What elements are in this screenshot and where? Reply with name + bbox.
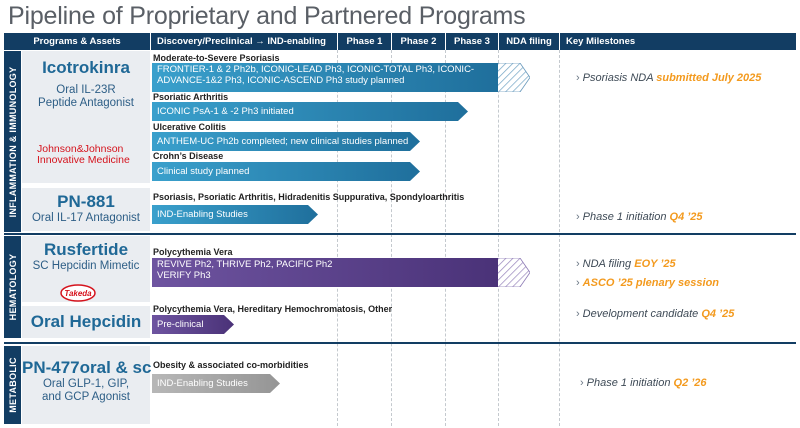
bar-arrow xyxy=(152,162,420,181)
progress-bar-crohns: Clinical study planned xyxy=(152,162,420,181)
header-discovery: Discovery/Preclinical → IND-enabling xyxy=(151,33,337,50)
section-inflammation-label: INFLAMMATION & IMMUNOLOGY xyxy=(7,66,18,217)
bar-text: ANTHEM-UC Ph2b completed; new clinical s… xyxy=(157,136,409,147)
asset-name: Rusfertide xyxy=(43,240,129,259)
progress-bar-psoriatic-arthritis: ICONIC PsA-1 & -2 Ph3 initiated xyxy=(152,102,468,121)
milestone-rusfertide-nda: ›NDA filing EOY ’25 xyxy=(576,258,676,270)
bar-arrow xyxy=(152,63,530,92)
progress-bar-pn477: IND-Enabling Studies xyxy=(152,374,280,393)
progress-bar-psoriasis: FRONTIER-1 & 2 Ph2b, ICONIC-LEAD Ph3, IC… xyxy=(152,63,530,92)
bar-arrow xyxy=(152,374,280,393)
indication-label: Polycythemia Vera xyxy=(153,247,233,257)
column-divider xyxy=(559,50,560,426)
asset-pn881: PN-881 Oral IL-17 Antagonist xyxy=(22,188,150,231)
milestone-highlight: Q4 ’25 xyxy=(701,308,735,320)
bullet-icon: › xyxy=(576,72,580,84)
header-phase3: Phase 3 xyxy=(446,33,498,50)
indication-label: Moderate-to-Severe Psoriasis xyxy=(153,53,280,63)
milestone-highlight: Q2 ’26 xyxy=(673,377,707,389)
section-inflammation: INFLAMMATION & IMMUNOLOGY xyxy=(4,51,21,232)
header-phase1: Phase 1 xyxy=(338,33,391,50)
progress-bar-rusfertide: REVIVE Ph2, THRIVE Ph2, PACIFIC Ph2 VERI… xyxy=(152,258,530,287)
bar-arrow xyxy=(152,258,530,287)
partner-name: Takeda xyxy=(64,289,92,298)
indication-label: Ulcerative Colitis xyxy=(153,122,227,132)
milestone-highlight: ASCO ’25 plenary session xyxy=(582,277,720,289)
bar-text: IND-Enabling Studies xyxy=(157,378,248,389)
milestone-text: NDA filing xyxy=(582,258,635,270)
indication-label: Psoriatic Arthritis xyxy=(153,92,229,102)
section-divider xyxy=(4,342,796,344)
bar-arrow xyxy=(152,315,234,334)
section-metabolic: METABOLIC xyxy=(4,346,21,424)
header-programs: Programs & Assets xyxy=(4,33,150,50)
asset-name: PN-881 xyxy=(57,192,115,211)
column-divider xyxy=(391,50,392,426)
header-phase2: Phase 2 xyxy=(392,33,445,50)
page-title: Pipeline of Proprietary and Partnered Pr… xyxy=(8,2,526,30)
bar-text: IND-Enabling Studies xyxy=(157,209,248,220)
asset-icotrokinra: Icotrokinra Oral IL-23R Peptide Antagoni… xyxy=(22,51,150,183)
indication-label: Polycythemia Vera, Hereditary Hemochroma… xyxy=(153,304,393,314)
bar-text: Clinical study planned xyxy=(157,166,250,177)
asset-subtitle: and GCP Agonist xyxy=(41,391,130,403)
header-milestones: Key Milestones xyxy=(560,33,796,50)
asset-subtitle: Oral IL-23R xyxy=(56,84,116,96)
milestone-text: Development candidate xyxy=(582,308,702,320)
milestone-highlight: Q4 ’25 xyxy=(669,211,703,223)
milestone-highlight: EOY ’25 xyxy=(634,258,676,270)
bar-text: Pre-clinical xyxy=(157,319,204,330)
indication-label: Obesity & associated co-morbidities xyxy=(153,360,309,370)
bar-text: FRONTIER-1 & 2 Ph2b, ICONIC-LEAD Ph3, IC… xyxy=(157,64,475,86)
bar-text: REVIVE Ph2, THRIVE Ph2, PACIFIC Ph2 VERI… xyxy=(157,259,333,281)
bullet-icon: › xyxy=(576,308,580,320)
progress-bar-pn881: IND-Enabling Studies xyxy=(152,205,318,224)
milestone-highlight: submitted July 2025 xyxy=(656,72,762,84)
progress-bar-hepcidin: Pre-clinical xyxy=(152,315,234,334)
indication-label: Crohn’s Disease xyxy=(153,151,224,161)
section-hematology: HEMATOLOGY xyxy=(4,236,21,338)
milestone-text: Phase 1 initiation xyxy=(586,377,674,389)
partner-logo-takeda: Takeda xyxy=(60,284,96,302)
bullet-icon: › xyxy=(580,377,584,389)
column-divider xyxy=(498,50,499,426)
asset-subtitle: Peptide Antagonist xyxy=(38,97,134,109)
indication-label: Psoriasis, Psoriatic Arthritis, Hidraden… xyxy=(153,192,465,202)
asset-name: Oral Hepcidin xyxy=(30,312,142,331)
asset-subtitle: Oral GLP-1, GIP, xyxy=(42,378,130,390)
bullet-icon: › xyxy=(576,211,580,223)
bar-text: ICONIC PsA-1 & -2 Ph3 initiated xyxy=(157,106,294,117)
partner-logo-jnj: Johnson&Johnson Innovative Medicine xyxy=(37,144,130,166)
bar-arrow xyxy=(152,132,420,151)
partner-division: Innovative Medicine xyxy=(37,154,130,166)
asset-name: PN-477oral & sc xyxy=(22,358,152,377)
milestone-text: Psoriasis NDA xyxy=(582,72,657,84)
partner-name: Johnson&Johnson xyxy=(37,143,124,155)
asset-subtitle: Oral IL-17 Antagonist xyxy=(31,212,141,224)
section-divider xyxy=(4,233,796,235)
asset-subtitle: SC Hepcidin Mimetic xyxy=(32,260,140,272)
asset-oral-hepcidin: Oral Hepcidin xyxy=(22,306,150,338)
milestone-hepcidin: ›Development candidate Q4 ’25 xyxy=(576,308,734,320)
asset-name: Icotrokinra xyxy=(42,58,130,77)
milestone-icotrokinra: ›Psoriasis NDA submitted July 2025 xyxy=(576,72,761,84)
column-divider xyxy=(445,50,446,426)
column-divider xyxy=(337,50,338,426)
milestone-text: Phase 1 initiation xyxy=(582,211,670,223)
section-hematology-label: HEMATOLOGY xyxy=(7,253,18,321)
milestone-rusfertide-asco: ›ASCO ’25 plenary session xyxy=(576,277,719,289)
milestone-pn477: ›Phase 1 initiation Q2 ’26 xyxy=(580,377,707,389)
milestone-pn881: ›Phase 1 initiation Q4 ’25 xyxy=(576,211,703,223)
bar-arrow xyxy=(152,102,468,121)
section-metabolic-label: METABOLIC xyxy=(7,357,18,413)
progress-bar-ulcerative-colitis: ANTHEM-UC Ph2b completed; new clinical s… xyxy=(152,132,420,151)
bullet-icon: › xyxy=(576,277,580,289)
bar-arrow xyxy=(152,205,318,224)
bullet-icon: › xyxy=(576,258,580,270)
header-nda: NDA filing xyxy=(499,33,559,50)
asset-pn477: PN-477oral & sc Oral GLP-1, GIP, and GCP… xyxy=(22,346,152,424)
